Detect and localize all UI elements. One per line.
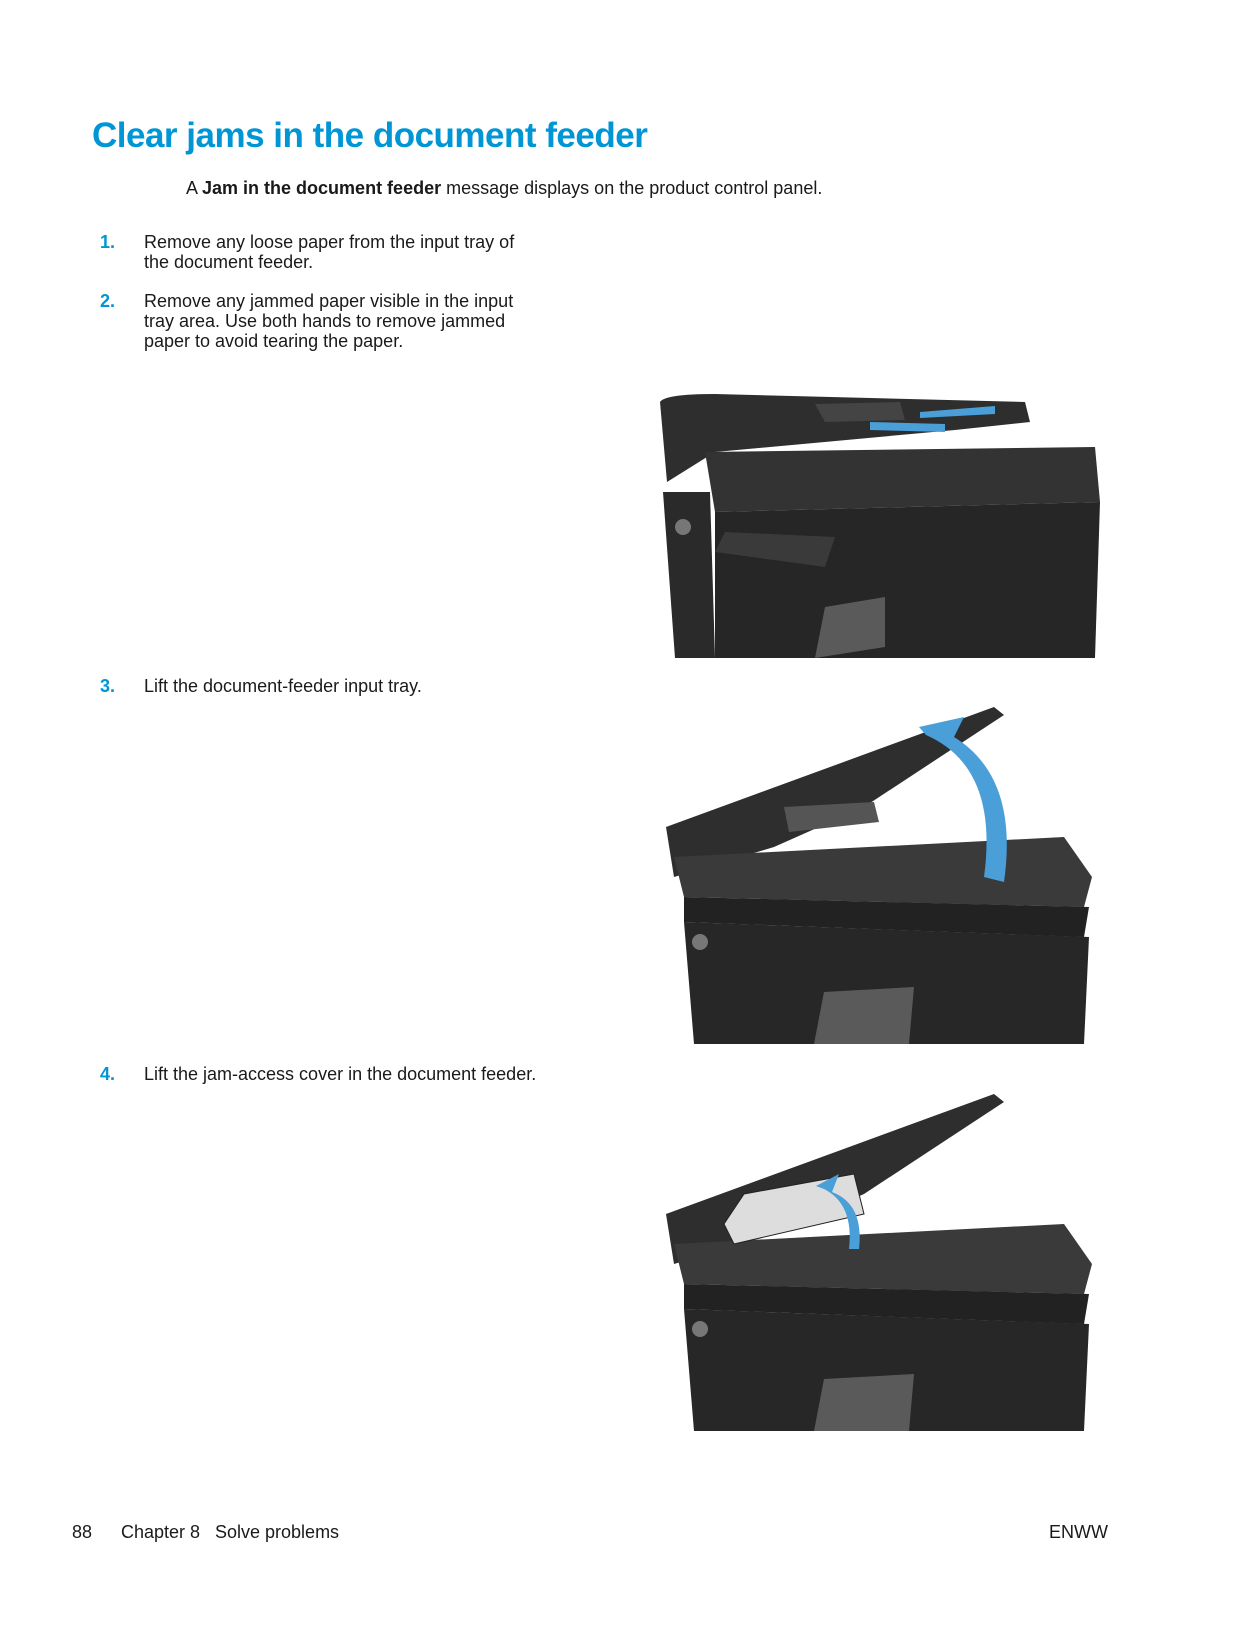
step-number: 4. bbox=[100, 1064, 116, 1084]
page-number: 88 bbox=[72, 1522, 93, 1542]
intro-text: A Jam in the document feeder message dis… bbox=[186, 178, 822, 199]
hp-logo-icon bbox=[675, 519, 691, 535]
arrow-icon bbox=[816, 1174, 860, 1249]
footer-chapter: Chapter 8 bbox=[121, 1522, 201, 1542]
step-text: Remove any jammed paper visible in the i… bbox=[144, 291, 514, 351]
step-text: Remove any loose paper from the input tr… bbox=[144, 232, 515, 272]
intro-suffix: message displays on the product control … bbox=[446, 178, 823, 198]
page-title: Clear jams in the document feeder bbox=[92, 116, 648, 155]
intro-message: Jam in the document feeder bbox=[202, 178, 442, 198]
step-number: 1. bbox=[100, 232, 116, 252]
hp-logo-icon bbox=[692, 1321, 708, 1337]
step-number: 3. bbox=[100, 676, 116, 696]
printer-illustration-lift-input-tray bbox=[666, 707, 1092, 1044]
arrow-icon bbox=[870, 422, 945, 432]
step-text: Lift the document-feeder input tray. bbox=[144, 676, 422, 696]
hp-logo-icon bbox=[692, 934, 708, 950]
printer-illustration-lift-jam-cover bbox=[666, 1094, 1092, 1431]
footer-right: ENWW bbox=[1049, 1522, 1108, 1542]
printer-illustration-remove-paper bbox=[660, 394, 1100, 658]
arrow-icon bbox=[920, 406, 995, 418]
footer-section: Solve problems bbox=[215, 1522, 340, 1542]
step-text: Lift the jam-access cover in the documen… bbox=[144, 1064, 537, 1084]
intro-prefix: A bbox=[186, 178, 198, 198]
step-number: 2. bbox=[100, 291, 116, 311]
arrow-icon bbox=[919, 717, 1007, 882]
